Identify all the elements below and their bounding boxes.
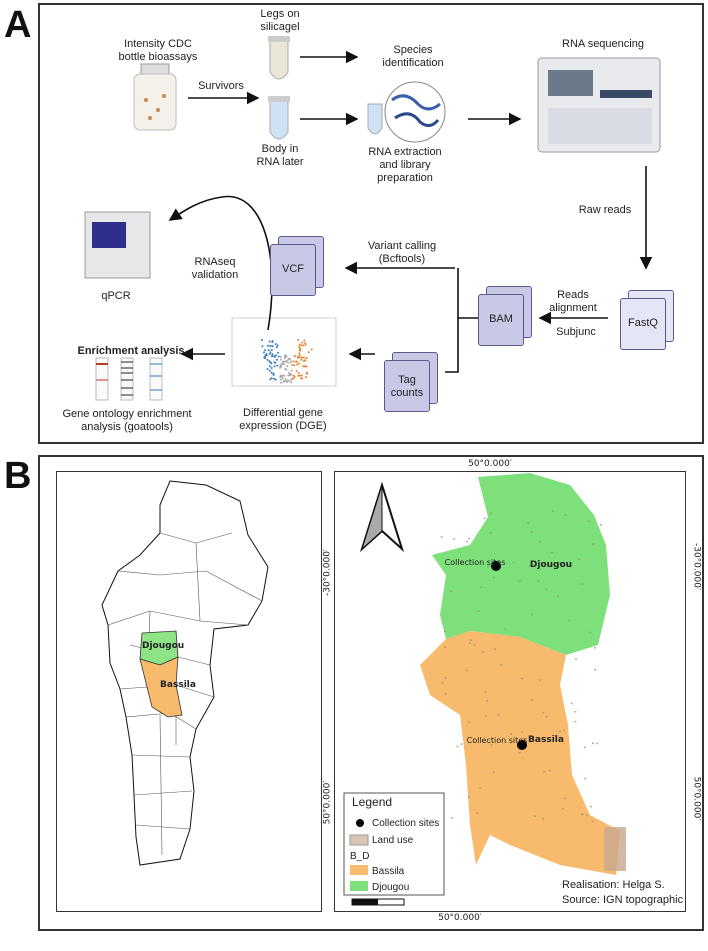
realisation-text: Realisation: Helga S. bbox=[562, 879, 665, 891]
sequencing-label: RNA sequencing bbox=[562, 38, 644, 50]
north-arrow-icon bbox=[359, 481, 405, 553]
legend-bassila-swatch bbox=[350, 865, 368, 875]
species-label: Species identification bbox=[382, 44, 444, 69]
djougou-label: Djougou bbox=[529, 560, 573, 570]
land-use-patch bbox=[604, 827, 626, 871]
panel-b-frame bbox=[38, 455, 704, 931]
bottle-icon bbox=[133, 63, 177, 131]
coord-left-lower: 50°0.000′ bbox=[322, 780, 333, 825]
coord-top: 50°0.000′ bbox=[468, 459, 512, 469]
legend-djougou-swatch bbox=[350, 881, 368, 891]
extraction-tube-icon bbox=[367, 81, 446, 143]
bam-box: BAM bbox=[478, 294, 524, 346]
qpcr-icon bbox=[84, 211, 151, 279]
coord-bottom: 50°0.000′ bbox=[438, 913, 482, 923]
survivors-label: Survivors bbox=[198, 80, 244, 92]
panel-a-letter: A bbox=[4, 4, 32, 46]
legend-land-use: Land use bbox=[372, 835, 414, 846]
subjunc-label: Subjunc bbox=[556, 326, 596, 338]
panel-b-maps bbox=[101, 473, 626, 906]
volcano-plot-icon bbox=[231, 317, 337, 387]
panel-b-letter: B bbox=[4, 455, 32, 497]
tag-box: Tag counts bbox=[384, 360, 430, 412]
right-map-frame bbox=[334, 471, 686, 912]
variant-calling-label: Variant calling (Bcftools) bbox=[367, 240, 437, 265]
panel-a-graphics bbox=[84, 36, 661, 401]
collection-site-label-1: Collection sites bbox=[444, 558, 506, 567]
legend-title: Legend bbox=[352, 795, 393, 809]
left-map-frame bbox=[56, 471, 322, 912]
enrichment-title: Enrichment analysis bbox=[77, 345, 185, 357]
benin-map bbox=[101, 480, 269, 866]
legend-djougou: Djougou bbox=[372, 882, 410, 893]
rnaseq-validation-label: RNAseq validation bbox=[191, 256, 239, 281]
reads-alignment-label: Reads alignment bbox=[549, 289, 597, 314]
legend-bassila: Bassila bbox=[372, 866, 405, 877]
legs-label: Legs on silicagel bbox=[260, 8, 300, 33]
enrichment-bars-icon bbox=[95, 357, 163, 401]
djougou-region bbox=[432, 473, 610, 655]
panel-a-frame bbox=[38, 3, 704, 444]
legend-dot-icon bbox=[356, 819, 364, 827]
legend-landuse-swatch bbox=[349, 834, 369, 846]
extraction-label: RNA extraction and library preparation bbox=[368, 146, 442, 184]
fastq-box: FastQ bbox=[620, 298, 666, 350]
bioassay-label: Intensity CDC bottle bioassays bbox=[118, 38, 198, 63]
coord-right-lower: 50°0.000′ bbox=[691, 776, 702, 821]
raw-reads-label: Raw reads bbox=[578, 204, 632, 216]
body-label: Body in RNA later bbox=[256, 143, 304, 168]
left-bassila-label: Bassila bbox=[160, 680, 196, 690]
dge-label: Differential gene expression (DGE) bbox=[239, 407, 327, 432]
sequencer-icon bbox=[537, 57, 661, 153]
body-tube-icon bbox=[268, 96, 290, 140]
legend-group: B_D bbox=[350, 851, 370, 862]
coord-left-upper: -30°0.000′ bbox=[322, 549, 333, 597]
qpcr-label: qPCR bbox=[101, 290, 131, 302]
goatools-label: Gene ontology enrichment analysis (goato… bbox=[62, 408, 192, 433]
legend-collection-sites: Collection sites bbox=[372, 818, 440, 829]
collection-site-dot-1 bbox=[491, 561, 501, 571]
source-text: Source: IGN topographic bbox=[562, 894, 684, 906]
legs-tube-icon bbox=[268, 36, 290, 80]
coord-right-upper: -30°0.000′ bbox=[691, 542, 702, 590]
bassila-label: Bassila bbox=[528, 735, 564, 745]
bassila-region-small bbox=[139, 656, 183, 718]
collection-site-dot-2 bbox=[517, 740, 527, 750]
vcf-box: VCF bbox=[270, 244, 316, 296]
left-djougou-label: Djougou bbox=[142, 641, 185, 651]
collection-site-label-2: Collection sites bbox=[466, 736, 528, 745]
